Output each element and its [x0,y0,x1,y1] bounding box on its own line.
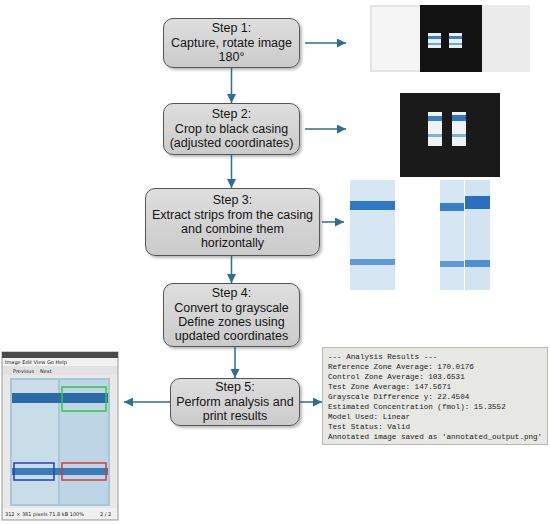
strip-body [465,180,490,290]
step-arrow [305,128,346,130]
image-area [10,378,110,506]
strip-band [428,134,442,137]
result-line: Reference Zone Average: 170.0176 [328,362,542,372]
strip-window [428,112,442,146]
strip-band [449,36,462,39]
step-description: Perform analysis and print results [176,395,294,424]
result-line: --- Analysis Results --- [328,352,542,362]
step-description: Extract strips from the casing and combi… [151,208,314,251]
step-arrow [124,401,170,403]
strip-band [452,115,466,121]
results-screen: --- Analysis Results ---Reference Zone A… [322,347,548,445]
process-box: Step 5:Perform analysis and print result… [170,378,300,426]
result-line: Model Used: Linear [328,412,542,422]
flow-arrow [234,347,236,378]
reference-zone-box [14,463,54,480]
menu-bar [3,358,117,366]
extracted-strip [350,180,395,290]
strip-band [449,43,462,45]
step-description: Define zones using updated coordinates [169,315,294,344]
combined-strips [440,180,490,290]
result-line: Control Zone Average: 103.6531 [328,372,542,382]
strip-body [350,180,395,290]
strip-band [428,36,441,39]
strip-band [350,259,395,265]
strip-band [428,116,442,121]
strip-band [12,468,108,475]
viewer-ui-text: 2 / 2 [100,511,111,517]
test-zone-box [62,463,106,480]
viewer-ui-text: Image Edit View Go Help [5,359,67,365]
flow-arrow [231,155,233,188]
step-heading: Step 3: [213,193,253,207]
strip-window [449,33,462,48]
strip-band [452,134,466,137]
annotated-screenshot [2,352,118,520]
step-description: Capture, rotate image 180° [169,36,294,65]
strip-band [428,43,441,45]
strip-window [428,33,441,48]
result-line: Grayscale Difference y: 22.4504 [328,392,542,402]
step-heading: Step 5: [215,380,255,394]
viewer-window [2,352,118,520]
status-bar [3,508,117,519]
black-casing [400,93,500,177]
strip-band [465,196,490,209]
result-line: Test Status: Valid [328,422,542,432]
strip-band [465,260,490,267]
strip-window [452,112,466,146]
step-arrow [305,42,346,44]
strip-band [350,201,395,210]
result-line: Estimated Concentration (fmol): 15.3552 [328,402,542,412]
control-zone-box [62,387,106,411]
title-bar [2,352,118,358]
process-box: Step 2:Crop to black casing (adjusted co… [163,103,300,155]
flow-arrow [231,256,233,283]
step-description: Convert to grayscale [174,301,289,315]
paper-area [482,5,530,72]
tool-bar [3,366,117,375]
result-line: Annotated image saved as 'annotated_outp… [328,432,542,442]
paper-area [372,7,420,70]
step-arrow [322,221,344,223]
cropped-casing [400,93,500,177]
process-box: Step 3:Extract strips from the casing an… [145,188,320,256]
step-heading: Step 1: [212,21,252,35]
step-description: Crop to black casing (adjusted coordinat… [169,122,294,151]
viewer-ui-text: Previous [13,368,34,374]
strip-band [12,393,108,403]
process-box: Step 1:Capture, rotate image 180° [163,18,300,68]
step-heading: Step 2: [212,107,252,121]
flow-arrow [300,401,322,403]
black-casing [420,5,482,72]
photo-background [370,5,530,72]
captured-photo [370,5,530,72]
strip-body [440,180,464,290]
viewer-ui-text: 312 × 381 pixels 71.8 kB 100% [5,511,84,517]
strip-band [440,203,464,211]
viewer-ui-text: Next [40,368,52,374]
process-box: Step 4:Convert to grayscaleDefine zones … [163,283,300,347]
step-heading: Step 4: [212,286,252,300]
flow-arrow [231,68,233,103]
result-line: Test Zone Average: 147.5671 [328,382,542,392]
strip-band [440,261,464,267]
